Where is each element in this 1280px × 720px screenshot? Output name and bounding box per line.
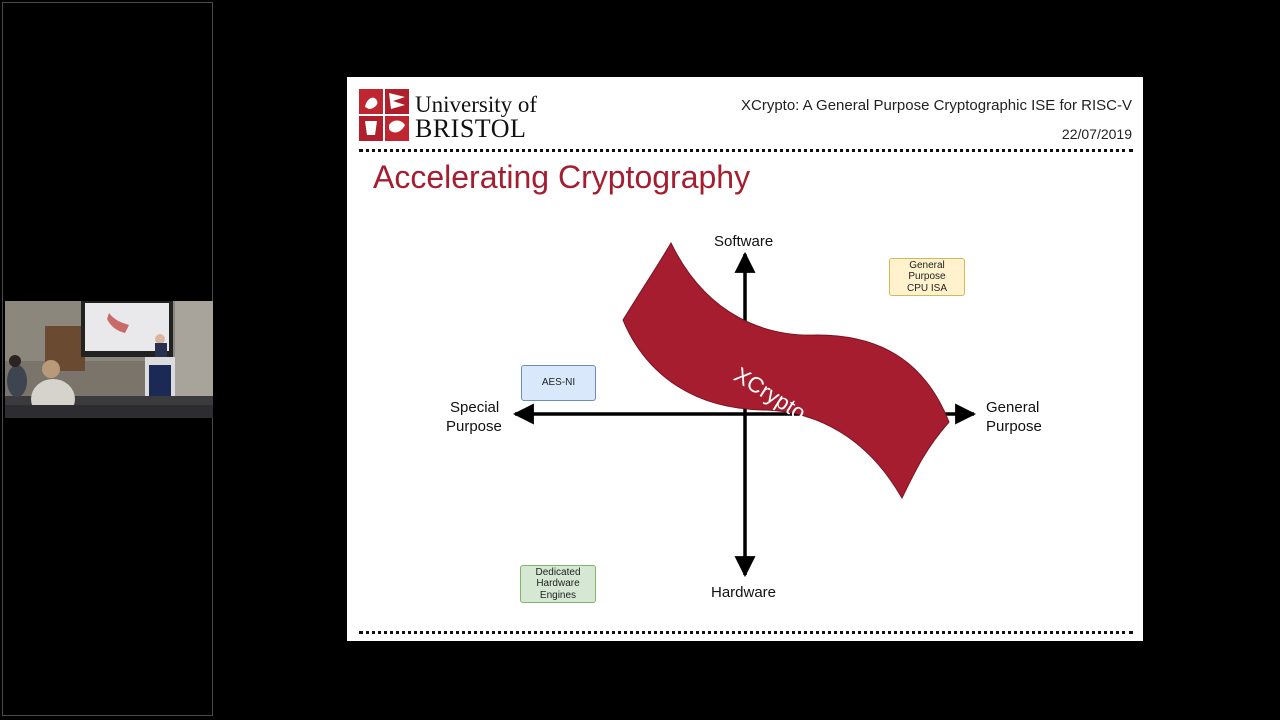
axis-label-special-purpose: Special Purpose [446,398,502,436]
gp-cpu-line2: Purpose [908,271,946,283]
axis-label-general-line1: General [986,399,1040,416]
header-divider [359,149,1133,152]
xcrypto-band [622,241,950,500]
dedicated-line3: Engines [539,589,577,601]
presentation-slide: University of BRISTOL XCrypto: A General… [347,77,1143,641]
axis-label-software: Software [714,233,774,250]
dedicated-line2: Hardware [536,578,580,590]
footer-divider [359,631,1133,634]
university-name-line2: BRISTOL [415,114,527,143]
bristol-crest-icon [359,89,409,141]
webcam-scene-image [5,301,213,418]
university-name-line1: University of [415,92,538,117]
talk-title: XCrypto: A General Purpose Cryptographic… [740,97,1132,114]
axis-label-special-line1: Special [450,399,500,416]
gp-cpu-line3: CPU ISA [906,282,947,294]
axis-label-general-line2: Purpose [986,418,1042,435]
dedicated-line1: Dedicated [535,566,581,578]
axis-label-special-line2: Purpose [446,418,502,435]
axis-label-hardware: Hardware [711,584,777,601]
university-logo: University of BRISTOL [359,89,539,143]
talk-date: 22/07/2019 [1061,126,1132,142]
general-purpose-cpu-box: General Purpose CPU ISA [889,258,965,296]
webcam-panel [2,2,213,716]
dedicated-hardware-box: Dedicated Hardware Engines [520,565,596,603]
gp-cpu-line1: General [909,259,945,271]
quadrant-diagram [512,241,977,578]
slide-title: Accelerating Cryptography [373,159,751,195]
aes-ni-box: AES-NI [521,365,596,401]
aes-ni-label: AES-NI [541,377,576,389]
webcam-feed [5,301,213,418]
axis-label-general-purpose: General Purpose [986,398,1042,436]
